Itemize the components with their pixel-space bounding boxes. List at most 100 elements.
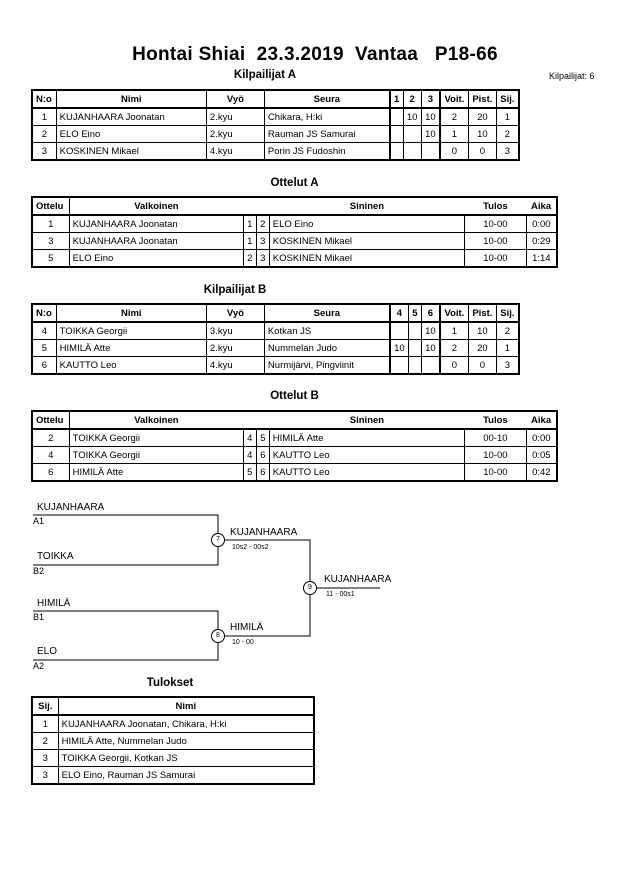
- cell-name: ELO Eino, Rauman JS Samurai: [57, 766, 315, 785]
- table-row: 6 HIMILÄ Atte 5 6 KAUTTO Leo 10-00 0:42: [31, 463, 558, 482]
- table-row: 3 KUJANHAARA Joonatan 1 3 KOSKINEN Mikae…: [31, 232, 558, 250]
- pool-b-table: N:o Nimi Vyö Seura 4 5 6 Voit. Pist. Sij…: [31, 303, 520, 375]
- cell-belt: 4.kyu: [205, 142, 265, 161]
- cell-no: 6: [31, 356, 57, 375]
- col-belt: Vyö: [205, 303, 265, 323]
- table-row: 1 KUJANHAARA Joonatan, Chikara, H:ki: [31, 714, 315, 733]
- cell-time: 0:05: [525, 446, 558, 464]
- col-white: Valkoinen: [68, 196, 244, 216]
- table-row: 6 KAUTTO Leo 4.kyu Nurmijärvi, Pingviini…: [31, 356, 520, 375]
- bracket-entry-code: A2: [33, 661, 45, 671]
- cell-place: 3: [31, 749, 59, 767]
- col-points: Pist.: [467, 89, 497, 109]
- cell-name: HIMILÄ Atte: [55, 339, 207, 357]
- cell-blue-no: 6: [255, 463, 270, 482]
- table-row: 1 KUJANHAARA Joonatan 2.kyu Chikara, H:k…: [31, 107, 520, 126]
- matches-b-heading: Ottelut B: [270, 390, 319, 402]
- bracket-pair-bottom: [33, 610, 219, 661]
- cell-match: 6: [31, 463, 70, 482]
- cell-match: 1: [31, 214, 70, 233]
- match-9-circle: [303, 581, 317, 595]
- col-club: Seura: [263, 89, 391, 109]
- col-opp2: 2: [402, 89, 422, 109]
- matches-b-table: Ottelu Valkoinen Sininen Tulos Aika 2 TO…: [31, 410, 558, 482]
- cell-place: 3: [31, 766, 59, 785]
- cell-time: 0:29: [525, 232, 558, 250]
- bracket-entry-name: TOIKKA: [37, 551, 74, 562]
- cell-score: [402, 125, 422, 143]
- table-row: 4 TOIKKA Georgii 4 6 KAUTTO Leo 10-00 0:…: [31, 446, 558, 464]
- col-result: Tulos: [464, 410, 527, 430]
- cell-no: 3: [31, 142, 57, 161]
- col-place: Sij.: [495, 89, 520, 109]
- col-wins: Voit.: [438, 89, 469, 109]
- cell-name: ELO Eino: [55, 125, 207, 143]
- bracket-entry-name: ELO: [37, 646, 58, 657]
- cell-wins: 0: [438, 356, 469, 375]
- cell-points: 0: [467, 142, 497, 161]
- cell-points: 20: [467, 339, 497, 357]
- cell-blue: KAUTTO Leo: [268, 463, 466, 482]
- table-row: 2 HIMILÄ Atte, Nummelan Judo: [31, 732, 315, 750]
- col-name: Nimi: [55, 303, 207, 323]
- semi2-score: 10 - 00: [232, 639, 254, 646]
- match-7-circle: [211, 533, 225, 547]
- cell-wins: 1: [438, 125, 469, 143]
- cell-blue-no: 3: [255, 232, 270, 250]
- cell-name: TOIKKA Georgii, Kotkan JS: [57, 749, 315, 767]
- cell-club: Rauman JS Samurai: [263, 125, 391, 143]
- cell-score: 10: [388, 339, 410, 357]
- cell-score: [388, 125, 404, 143]
- semi1-winner: KUJANHAARA: [230, 527, 298, 538]
- cell-score: [402, 142, 422, 161]
- cell-score: [388, 356, 410, 375]
- col-no: N:o: [31, 89, 57, 109]
- cell-match: 3: [31, 232, 70, 250]
- competitor-count: Kilpailijat: 6: [549, 71, 595, 81]
- cell-name: KAUTTO Leo: [55, 356, 207, 375]
- cell-blue-no: 3: [255, 249, 270, 268]
- cell-match: 4: [31, 446, 70, 464]
- cell-place: 3: [495, 356, 520, 375]
- table-row: 3 TOIKKA Georgii, Kotkan JS: [31, 749, 315, 767]
- semi2-winner: HIMILÄ: [230, 622, 264, 633]
- table-row: 2 TOIKKA Georgii 4 5 HIMILÄ Atte 00-10 0…: [31, 428, 558, 447]
- cell-name: KUJANHAARA Joonatan, Chikara, H:ki: [57, 714, 315, 733]
- col-white: Valkoinen: [68, 410, 244, 430]
- col-name: Nimi: [57, 696, 315, 716]
- col-blue: Sininen: [269, 410, 465, 430]
- cell-points: 10: [467, 125, 497, 143]
- pool-b-heading: Kilpailijat B: [203, 284, 267, 296]
- cell-belt: 2.kyu: [205, 125, 265, 143]
- col-wins: Voit.: [438, 303, 469, 323]
- match-8-number: 8: [216, 632, 220, 639]
- cell-name: HIMILÄ Atte, Nummelan Judo: [57, 732, 315, 750]
- cell-wins: 0: [438, 142, 469, 161]
- cell-blue: KAUTTO Leo: [268, 446, 466, 464]
- cell-club: Nummelan Judo: [263, 339, 391, 357]
- bracket-entry-name: HIMILÄ: [37, 598, 71, 609]
- bracket-entry-name: KUJANHAARA: [37, 502, 105, 513]
- col-opp1: 4: [388, 303, 410, 323]
- table-row: 5 HIMILÄ Atte 2.kyu Nummelan Judo 10 10 …: [31, 339, 520, 357]
- col-opp1: 1: [388, 89, 404, 109]
- cell-place: 1: [495, 339, 520, 357]
- cell-score: 10: [402, 107, 422, 126]
- page-title: Hontai Shiai 23.3.2019 Vantaa P18-66: [132, 44, 498, 65]
- col-time: Aika: [526, 410, 558, 430]
- final-score: 11 - 00s1: [326, 591, 355, 598]
- cell-blue: KOSKINEN Mikael: [268, 249, 466, 268]
- cell-no: 2: [31, 125, 57, 143]
- table-row: 4 TOIKKA Georgii 3.kyu Kotkan JS 10 1 10…: [31, 321, 520, 340]
- col-points: Pist.: [467, 303, 497, 323]
- col-place: Sij.: [495, 303, 520, 323]
- col-match: Ottelu: [31, 410, 70, 430]
- final-winner: KUJANHAARA: [324, 574, 392, 585]
- col-no: N:o: [31, 303, 57, 323]
- bracket-entry-code: A1: [33, 516, 45, 526]
- cell-blue: KOSKINEN Mikael: [268, 232, 466, 250]
- table-row: 3 KOSKINEN Mikael 4.kyu Porin JS Fudoshi…: [31, 142, 520, 161]
- col-result: Tulos: [464, 196, 527, 216]
- match-7-number: 7: [216, 536, 220, 543]
